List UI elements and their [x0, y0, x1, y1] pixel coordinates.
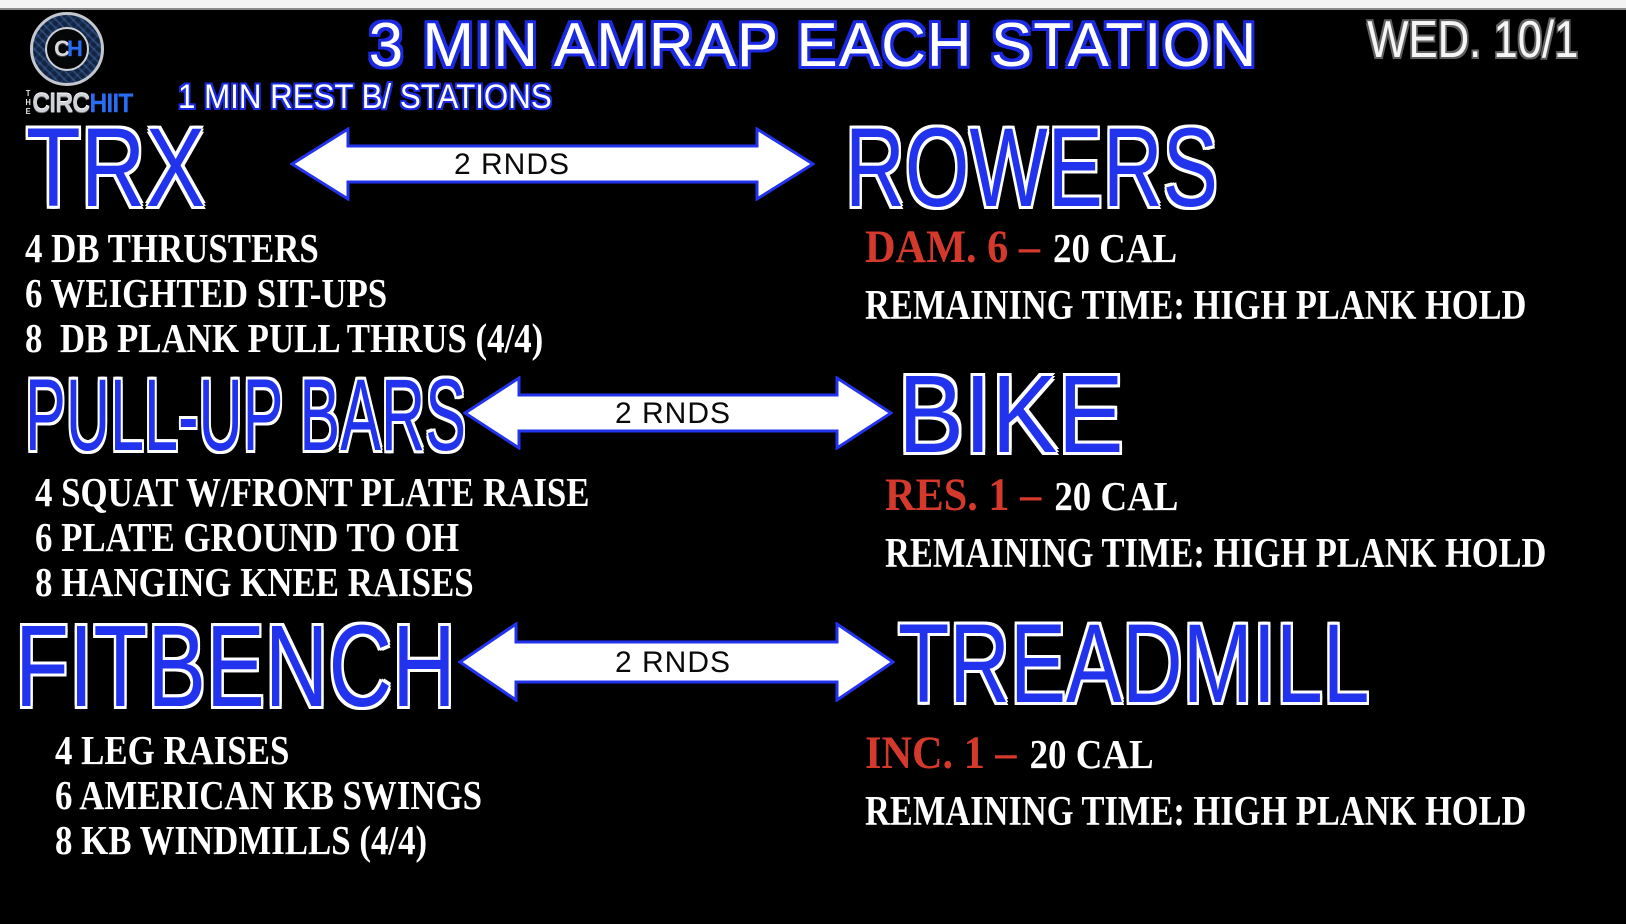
top-border: [0, 0, 1626, 10]
setting-line: RES. 1 – 20 CAL: [885, 470, 1611, 531]
trx-exercise-list: 4 DB THRUSTERS 6 WEIGHTED SIT-UPS 8 DB P…: [25, 226, 635, 361]
logo-monogram: CH: [45, 27, 89, 71]
remaining-note: REMAINING TIME: HIGH PLANK HOLD: [885, 531, 1547, 577]
machine-setting: INC. 1 –: [865, 727, 1017, 779]
station-rowers: ROWERS: [845, 105, 1218, 230]
rounds-label: 2 RNDS: [615, 397, 731, 430]
station-fitbench: FITBENCH: [15, 601, 456, 731]
exercise-line: 4 SQUAT W/FRONT PLATE RAISE: [35, 469, 590, 515]
arrow-polygon: [290, 127, 815, 201]
rounds-label: 2 RNDS: [454, 148, 570, 181]
exercise-line: 4 LEG RAISES: [55, 727, 290, 773]
rowers-settings: DAM. 6 – 20 CAL REMAINING TIME: HIGH PLA…: [865, 222, 1626, 329]
rest-subtitle: 1 MIN REST B/ STATIONS: [178, 78, 552, 116]
station-pullup-bars: PULL-UP BARS: [25, 358, 467, 472]
rounds-arrow-3: 2 RNDS: [458, 622, 895, 702]
exercise-line: 4 DB THRUSTERS: [25, 225, 319, 271]
rounds-arrow-2: 2 RNDS: [463, 376, 893, 450]
fitbench-exercise-list: 4 LEG RAISES 6 AMERICAN KB SWINGS 8 KB W…: [55, 728, 557, 863]
station-treadmill: TREADMILL: [898, 601, 1370, 726]
machine-setting: DAM. 6 –: [865, 221, 1041, 273]
monogram: CH: [54, 36, 83, 61]
station-trx: TRX: [26, 105, 206, 230]
exercise-line: 8 KB WINDMILLS (4/4): [55, 817, 428, 863]
pullup-exercise-list: 4 SQUAT W/FRONT PLATE RAISE 6 PLATE GROU…: [35, 470, 687, 605]
machine-setting: RES. 1 –: [885, 469, 1042, 521]
monogram-h: H: [67, 36, 83, 61]
setting-line: INC. 1 – 20 CAL: [865, 728, 1591, 789]
exercise-line: 6 WEIGHTED SIT-UPS: [25, 270, 388, 316]
setting-line: DAM. 6 – 20 CAL: [865, 222, 1591, 283]
arrow-polygon: [458, 622, 895, 702]
bike-settings: RES. 1 – 20 CAL REMAINING TIME: HIGH PLA…: [885, 470, 1626, 577]
station-bike: BIKE: [898, 353, 1124, 476]
exercise-line: 8 HANGING KNEE RAISES: [35, 559, 474, 605]
treadmill-settings: INC. 1 – 20 CAL REMAINING TIME: HIGH PLA…: [865, 728, 1626, 835]
exercise-line: 8 DB PLANK PULL THRUS (4/4): [25, 315, 544, 361]
exercise-line: 6 PLATE GROUND TO OH: [35, 514, 460, 560]
exercise-line: 6 AMERICAN KB SWINGS: [55, 772, 482, 818]
calorie-target: 20 CAL: [1053, 225, 1178, 271]
brand-the: THE: [24, 89, 33, 116]
remaining-note: REMAINING TIME: HIGH PLANK HOLD: [865, 789, 1527, 835]
calorie-target: 20 CAL: [1029, 731, 1154, 777]
workout-title: 3 MIN AMRAP EACH STATION: [368, 11, 1258, 80]
date-label: WED. 10/1: [1366, 11, 1578, 69]
remaining-note: REMAINING TIME: HIGH PLANK HOLD: [865, 283, 1527, 329]
brand-circ: CIRC: [32, 88, 90, 118]
arrow-polygon: [463, 376, 893, 450]
rounds-arrow-1: 2 RNDS: [290, 127, 815, 201]
rounds-label: 2 RNDS: [615, 646, 731, 679]
logo-ring: CH: [30, 12, 104, 86]
brand-hiit: HIIT: [89, 88, 133, 118]
calorie-target: 20 CAL: [1054, 473, 1179, 519]
monogram-c: C: [54, 36, 70, 61]
